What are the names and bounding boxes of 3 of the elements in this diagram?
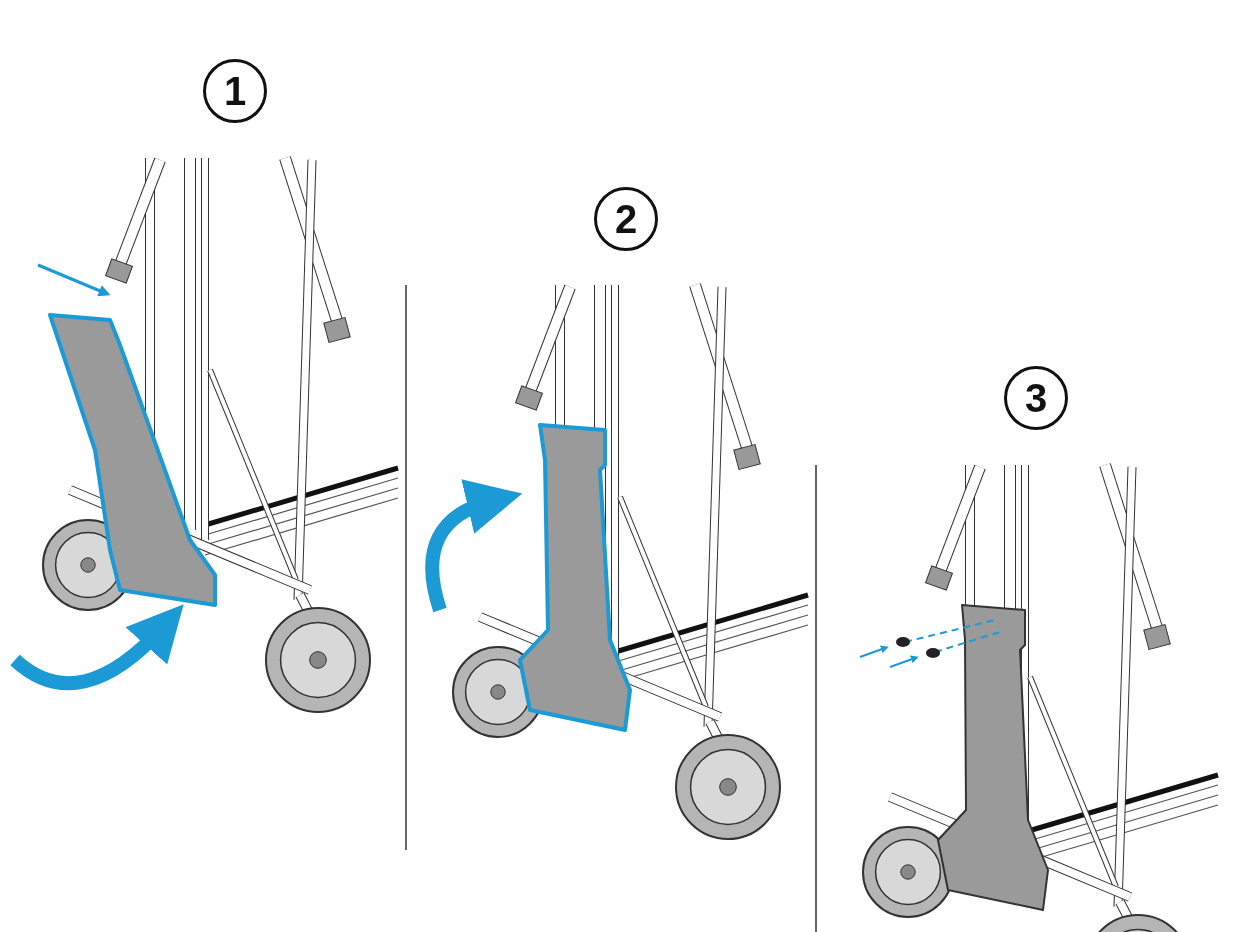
step-number: 1 <box>203 59 267 123</box>
step-number: 3 <box>1004 366 1068 430</box>
step-number: 2 <box>594 187 658 251</box>
